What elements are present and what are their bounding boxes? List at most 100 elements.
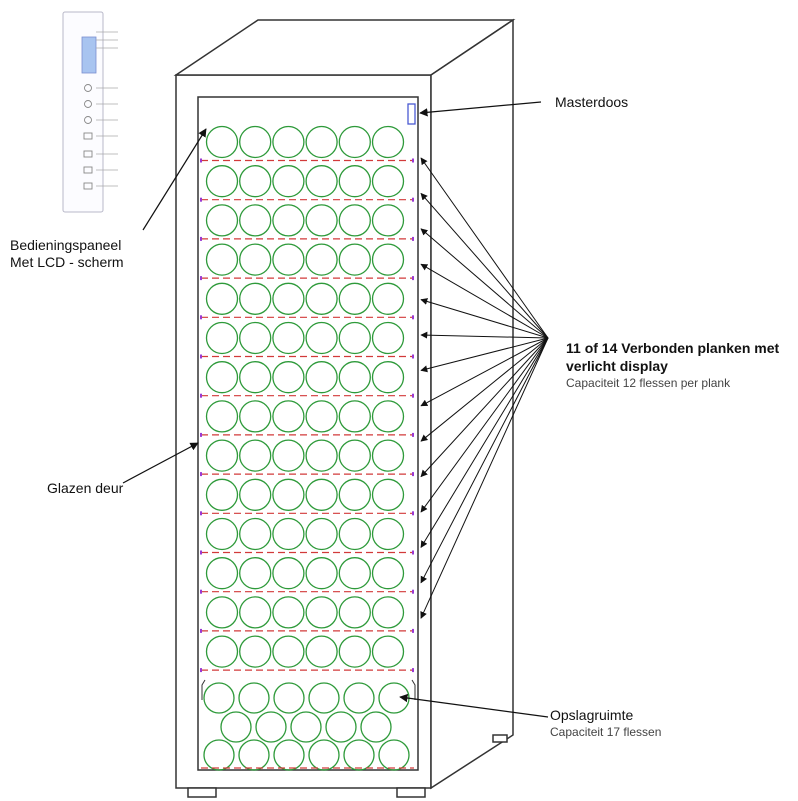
shelf-row [200, 282, 414, 320]
control-panel-leader-lines [96, 31, 118, 187]
bottle-icon [205, 165, 239, 198]
bottle-icon [205, 243, 239, 276]
shelf-row [200, 361, 414, 398]
button-icon [83, 166, 93, 174]
bottle-icon [338, 361, 371, 394]
bottle-icon [272, 204, 305, 237]
bottle-icon [305, 439, 338, 472]
label-shelves-title-line2: verlicht display [566, 358, 668, 374]
shelf-row [200, 321, 414, 359]
bottle-icon [305, 125, 338, 159]
shelf-row [200, 557, 414, 594]
shelf-arrow [420, 337, 549, 442]
bottle-icon [305, 517, 338, 551]
label-control-panel-line1: Bedieningspaneel [10, 237, 122, 253]
bottle-icon [203, 739, 235, 771]
bottle-icon [205, 517, 239, 551]
bottle-icon [305, 557, 338, 590]
button-icon [83, 182, 93, 190]
bottle-icon [205, 596, 239, 629]
bottle-icon [255, 711, 287, 743]
bottle-icon [272, 596, 305, 629]
bottle-icon [272, 400, 305, 433]
bottle-icon [371, 635, 405, 668]
cabinet-foot-back [492, 734, 508, 743]
bottle-icon [338, 125, 371, 159]
bottle-icon [239, 596, 272, 629]
bottle-icon [338, 439, 371, 472]
bottle-icon [273, 739, 305, 771]
bottle-icon [239, 439, 272, 472]
button-icon [83, 132, 93, 140]
bottle-icon [338, 635, 371, 668]
control-panel-buttons [83, 84, 93, 190]
label-glass-door: Glazen deur [47, 480, 124, 496]
bottle-icon [239, 557, 272, 590]
shelf-arrow [420, 157, 549, 339]
cabinet-body [173, 18, 516, 798]
bottle-icon [338, 557, 371, 590]
bottle-icon [371, 282, 405, 315]
bottle-icon [205, 204, 239, 237]
shelf-row [200, 165, 414, 202]
bottle-icon [338, 400, 371, 433]
bottle-icon [272, 243, 305, 276]
shelf-arrow [420, 337, 549, 619]
bottle-icon [272, 439, 305, 472]
bottle-icon [239, 321, 272, 355]
bottle-icon [239, 243, 272, 276]
shelf-arrows [420, 157, 549, 619]
lcd-screen [81, 36, 97, 74]
shelves-group [200, 125, 414, 673]
bottle-icon [239, 635, 272, 668]
shelf-arrow [420, 337, 549, 407]
label-storage-title: Opslagruimte [550, 707, 634, 723]
bottle-icon [272, 321, 305, 355]
shelf-row [200, 243, 414, 281]
bottle-icon [305, 361, 338, 394]
label-masterbox: Masterdoos [555, 94, 629, 110]
shelf-arrow [420, 337, 549, 373]
shelf-arrow [420, 337, 549, 584]
bottle-icon [308, 682, 340, 714]
shelf-arrow [420, 263, 549, 339]
bottle-icon [239, 400, 272, 433]
bottle-icon [343, 739, 375, 771]
shelf-arrow [420, 192, 549, 339]
bottle-icon [371, 204, 405, 237]
bottle-icon [272, 635, 305, 668]
shelf-arrow [420, 228, 549, 339]
bottle-icon [371, 478, 405, 511]
arrow-glass-door [122, 442, 199, 484]
bottle-icon [338, 282, 371, 315]
bottle-icon [325, 711, 357, 743]
shelf-row [200, 596, 414, 633]
bottle-icon [305, 596, 338, 629]
bottle-icon [371, 439, 405, 472]
shelf-arrow [420, 337, 549, 513]
bottle-icon [238, 739, 270, 771]
shelf-row [200, 478, 414, 516]
bottle-icon [205, 282, 239, 315]
bottle-icon [239, 125, 272, 159]
bottle-icon [203, 682, 235, 714]
cabinet-side [430, 18, 514, 790]
bottle-icon [239, 517, 272, 551]
bottle-icon [272, 282, 305, 315]
button-icon [84, 84, 92, 92]
bottle-icon [338, 204, 371, 237]
bottle-icon [205, 125, 239, 159]
button-icon [84, 116, 92, 124]
bottle-icon [272, 517, 305, 551]
label-shelves: 11 of 14 Verbonden planken met verlicht … [566, 339, 779, 391]
bottle-icon [338, 517, 371, 551]
bottle-icon [305, 321, 338, 355]
glass-door-frame [197, 96, 419, 771]
bottle-icon [272, 165, 305, 198]
storage-bracket [201, 679, 416, 700]
bottle-icon [371, 243, 405, 276]
bottle-icon [205, 321, 239, 355]
label-shelves-capacity: Capaciteit 12 flessen per plank [566, 376, 731, 390]
bottle-icon [305, 243, 338, 276]
